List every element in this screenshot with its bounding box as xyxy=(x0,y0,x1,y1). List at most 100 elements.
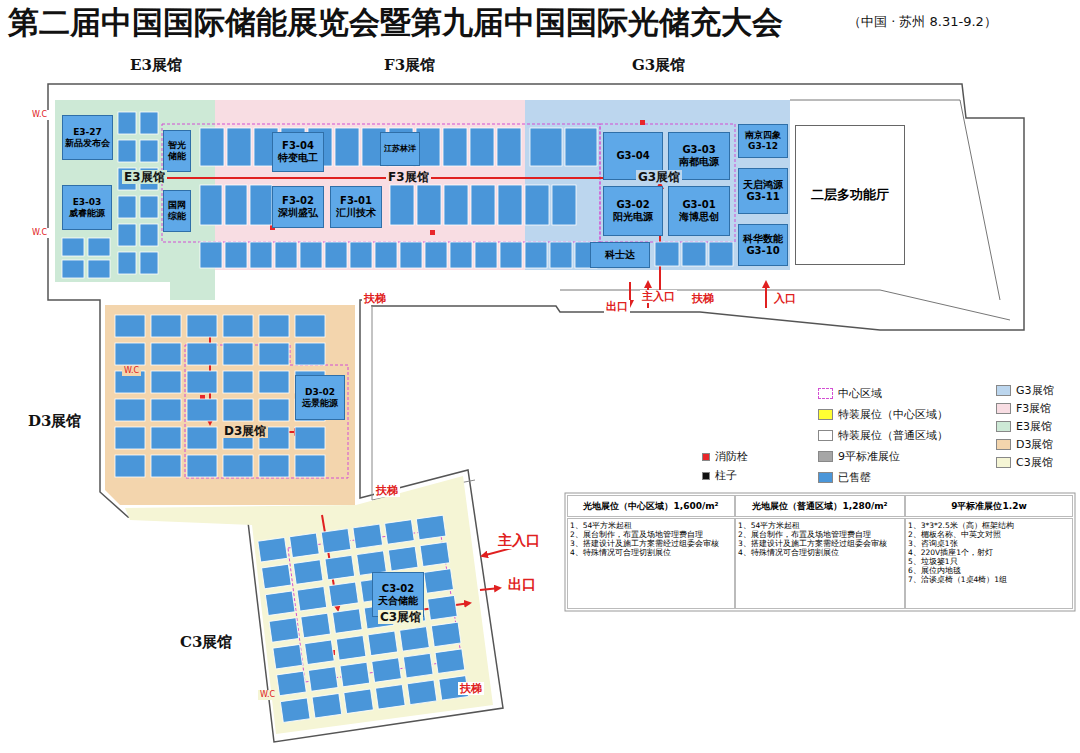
booth: 科华数能G3-10 xyxy=(738,224,788,266)
booth-text: D3-02 xyxy=(305,387,335,398)
sold-booth xyxy=(565,128,597,166)
hydrant xyxy=(430,230,435,235)
entry-arrow xyxy=(482,548,512,556)
table-line: 1、54平方米起租 xyxy=(570,521,632,530)
booth-text: G3-03 xyxy=(682,144,715,156)
booth-text: G3-02 xyxy=(616,199,649,211)
table-line: 3、搭建设计及施工方案需经过组委会审核 xyxy=(570,539,719,548)
sold-booth xyxy=(417,185,441,225)
booth: F3-02深圳盛弘 xyxy=(272,186,324,228)
booth: D3-02远景能源 xyxy=(295,375,345,420)
sold-booth xyxy=(336,636,366,661)
center-area-outline xyxy=(162,124,600,242)
sold-booth xyxy=(151,343,181,365)
legend-swatch xyxy=(996,439,1011,450)
booth-text: 科华数能 xyxy=(743,233,783,245)
exit-label: 出口 xyxy=(506,576,538,593)
booth-text: F3-04 xyxy=(282,140,314,152)
sold-booth xyxy=(428,595,458,620)
booth-text: 南都电源 xyxy=(679,156,719,168)
sold-booth xyxy=(525,242,547,268)
sold-booth xyxy=(223,399,253,421)
sold-booth xyxy=(295,427,325,449)
sold-booth xyxy=(435,649,465,674)
sold-booth xyxy=(259,343,289,365)
legend-row: G3展馆 xyxy=(996,383,1054,398)
legend-swatch xyxy=(996,403,1011,414)
entry-arrow xyxy=(765,282,767,308)
c3-region xyxy=(125,476,493,734)
table-line: 4、220V插座1个，射灯 xyxy=(908,548,993,557)
booth-text: 科士达 xyxy=(605,249,635,261)
table-line: 2、展台制作，布置及场地管理费自理 xyxy=(570,530,703,539)
booth: F3-01汇川技术 xyxy=(330,186,382,228)
sold-booth xyxy=(140,252,158,274)
c3-booth-group xyxy=(258,515,469,722)
hall-label: E3展馆 xyxy=(130,56,182,74)
legend-text: 中心区域 xyxy=(838,386,882,401)
legend-swatch xyxy=(702,472,710,480)
legend-swatch xyxy=(702,453,710,461)
booth-text: G3-12 xyxy=(748,141,778,152)
sold-booth xyxy=(297,586,327,611)
booth-text: 9平标准展位1.2w xyxy=(951,501,1027,512)
f3-region xyxy=(215,100,525,270)
sold-booth xyxy=(140,224,158,246)
wall-line xyxy=(790,100,1000,300)
sold-booth xyxy=(471,185,495,225)
sold-booth xyxy=(416,515,446,540)
sold-booth xyxy=(325,555,355,580)
sold-booth xyxy=(350,242,372,268)
booth-text: 深圳盛弘 xyxy=(278,207,318,219)
booth-text: 南京四象 xyxy=(745,130,781,141)
sold-booth xyxy=(329,582,359,607)
sold-booth xyxy=(312,693,342,718)
table-line: 7、洽谈桌椅（1桌4椅）1组 xyxy=(908,575,1007,584)
sold-booth xyxy=(295,315,325,337)
sold-booth xyxy=(321,529,351,554)
legend-swatch xyxy=(996,385,1011,396)
booth-text: G3-11 xyxy=(746,191,779,203)
sold-booth xyxy=(305,640,335,665)
legend-text: C3展馆 xyxy=(1016,455,1053,470)
legend-text: 已售罄 xyxy=(838,470,871,485)
booth-text: 汇川技术 xyxy=(336,207,376,219)
sold-booth xyxy=(187,427,217,449)
entrance-label: 主入口 xyxy=(496,532,542,549)
entrance-label: 入口 xyxy=(772,292,798,305)
legend-swatch xyxy=(996,421,1011,432)
table-header: 9平标准展位1.2w xyxy=(905,495,1073,517)
legend-row: F3展馆 xyxy=(996,401,1051,416)
sold-booth xyxy=(115,455,145,477)
sold-booth xyxy=(368,631,398,656)
d3-region xyxy=(105,305,355,505)
sold-booth xyxy=(385,520,415,545)
sold-booth xyxy=(223,315,253,337)
booth: 国网综能 xyxy=(163,190,191,232)
table-line: 4、特殊情况可合理切割展位 xyxy=(570,548,671,557)
booth: 智光储能 xyxy=(163,130,191,172)
building-outline xyxy=(48,84,1024,742)
sold-booth xyxy=(151,427,181,449)
flow-label: C3展馆 xyxy=(378,610,423,624)
sold-booth xyxy=(301,613,331,638)
hall-label: G3展馆 xyxy=(632,56,685,74)
sold-booth xyxy=(375,242,397,268)
sold-booth xyxy=(375,685,405,710)
sold-booth xyxy=(88,238,110,256)
sold-booth xyxy=(259,315,289,337)
sold-booth xyxy=(223,371,253,393)
flow-label: D3展馆 xyxy=(222,424,268,438)
exit-label: 出口 xyxy=(604,300,630,313)
sold-booth xyxy=(443,128,467,166)
escalator-label: 扶梯 xyxy=(362,292,388,305)
sold-booth xyxy=(655,242,679,266)
booth-text: 智光储能 xyxy=(166,140,188,162)
sold-booth xyxy=(151,315,181,337)
sold-booth xyxy=(223,455,253,477)
hall-label: F3展馆 xyxy=(384,56,435,74)
wc-label: W.C xyxy=(122,366,141,376)
legend-swatch xyxy=(996,457,1011,468)
sold-booth xyxy=(550,242,572,268)
